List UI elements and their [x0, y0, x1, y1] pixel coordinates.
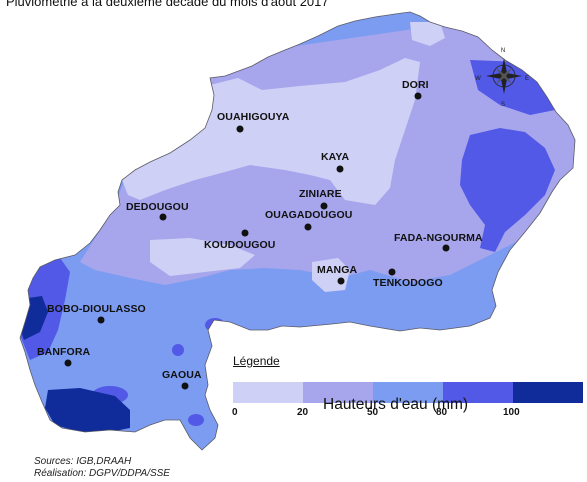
city-label-tenkodogo: TENKODOGO — [373, 277, 443, 289]
city-dot-banfora — [64, 359, 72, 367]
city-label-kaya: KAYA — [321, 151, 350, 163]
rain-zone-very-light-koudougou — [150, 238, 255, 276]
city-label-dori: DORI — [402, 79, 429, 91]
legend-tick-80: 80 — [436, 407, 448, 418]
legend-swatch-50-80 — [373, 382, 443, 403]
compass-west-label: W — [475, 76, 481, 82]
compass-south-label: S — [501, 102, 505, 108]
rain-zone-dark-dori — [470, 60, 555, 115]
city-dot-tenkodogo — [388, 268, 396, 276]
city-label-fada-ngourma: FADA-NGOURMA — [394, 232, 483, 244]
country-outline — [19, 11, 576, 451]
legend-tick-100: 100 — [503, 407, 520, 418]
legend-color-bar — [233, 382, 583, 403]
legend-title: Légende — [233, 354, 280, 368]
city-label-ouahigouya: OUAHIGOUYA — [217, 111, 290, 123]
city-dot-dedougou — [159, 213, 167, 221]
city-dot-dori — [414, 92, 422, 100]
city-dot-bobo-dioulasso — [97, 316, 105, 324]
rain-zone-dark-east — [460, 128, 555, 252]
legend-tick-20: 20 — [297, 407, 309, 418]
city-label-gaoua: GAOUA — [162, 369, 202, 381]
city-dot-koudougou — [241, 229, 249, 237]
city-label-koudougou: KOUDOUGOU — [204, 239, 276, 251]
compass-north-label: N — [501, 48, 505, 54]
legend-tick-50: 50 — [367, 407, 379, 418]
credit-line: Réalisation: DGPV/DDPA/SSE — [34, 468, 170, 479]
legend-swatch-0-20 — [233, 382, 303, 403]
city-label-bobo-dioulasso: BOBO-DIOULASSO — [47, 303, 146, 315]
rain-zone-very-light — [122, 58, 420, 205]
compass-rose-icon — [486, 58, 522, 94]
rain-zone-very-light-dori — [410, 22, 445, 46]
legend-tick-0: 0 — [232, 407, 238, 418]
city-dot-manga — [337, 277, 345, 285]
legend-unit-label: Hauteurs d'eau (mm) — [323, 396, 469, 413]
compass-east-label: E — [525, 76, 529, 82]
city-label-manga: MANGA — [317, 264, 358, 276]
legend-swatch-80-100 — [443, 382, 513, 403]
rain-zone-very-dark-south — [45, 388, 130, 432]
city-dot-ouagadougou — [304, 223, 312, 231]
city-label-ouagadougou: OUAGADOUGOU — [265, 209, 353, 221]
city-dot-fada-ngourma — [442, 244, 450, 252]
rain-zone-dark-gaoua — [172, 344, 184, 356]
legend-swatch-20-50 — [303, 382, 373, 403]
city-dot-ziniare — [320, 202, 328, 210]
city-label-banfora: BANFORA — [37, 346, 91, 358]
legend-swatch-100-plus — [513, 382, 583, 403]
city-dot-gaoua — [181, 382, 189, 390]
sources-block: Sources: IGB,DRAAH Réalisation: DGPV/DDP… — [34, 456, 170, 480]
city-label-ziniare: ZINIARE — [299, 188, 342, 200]
map-title: Pluviométrie à la deuxième décade du moi… — [6, 0, 329, 9]
city-dot-kaya — [336, 165, 344, 173]
city-dot-ouahigouya — [236, 125, 244, 133]
sources-line: Sources: IGB,DRAAH — [34, 456, 132, 467]
city-label-dedougou: DEDOUGOU — [126, 201, 189, 213]
rain-zone-dark-southeast — [188, 414, 204, 426]
